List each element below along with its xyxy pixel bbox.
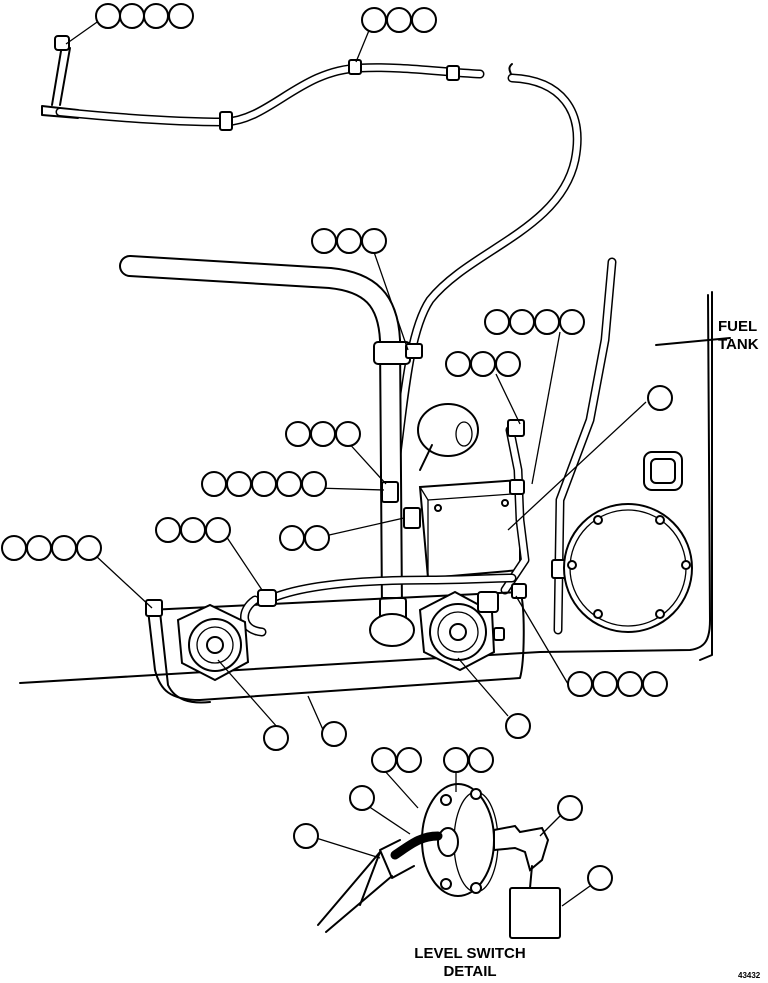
callout-group-c15 [505,713,531,739]
level-switch-detail-label: LEVEL SWITCH DETAIL [390,945,550,981]
callout-group-c20 [557,795,583,821]
callout-group-c2 [361,7,437,33]
callout-group-c16 [371,747,422,773]
callout-group-c3 [311,228,387,254]
callout-group-c8 [201,471,327,497]
callout-group-c10 [279,525,330,551]
level-switch-detail [317,783,561,939]
callout-group-c19 [293,823,319,849]
callout-group-c17 [443,747,494,773]
vertical-fuel-pipe [119,255,423,625]
upper-hose-assembly [41,35,582,475]
fuel-tank-outline [19,257,731,684]
callout-group-c9 [155,517,231,543]
callout-group-c12 [567,671,668,697]
callout-bubbles [1,3,673,891]
fuel-tank-label: FUEL TANK [718,318,768,354]
pump-assembly [145,573,527,704]
callout-group-c11 [1,535,102,561]
callout-group-c18 [349,785,375,811]
fuel-tank-text: FUEL TANK [718,318,759,353]
callout-group-c21 [587,865,613,891]
callout-group-c6 [647,385,673,411]
callout-group-c13 [263,725,289,751]
level-switch-text: LEVEL SWITCH DETAIL [414,945,526,980]
callout-group-c14 [321,721,347,747]
callout-group-c1 [95,3,194,29]
leader-lines [65,19,647,907]
control-box [381,403,530,595]
callout-group-c5 [445,351,521,377]
callout-group-c7 [285,421,361,447]
drawing-number: 43432 [738,971,761,980]
callout-group-c4 [484,309,585,335]
